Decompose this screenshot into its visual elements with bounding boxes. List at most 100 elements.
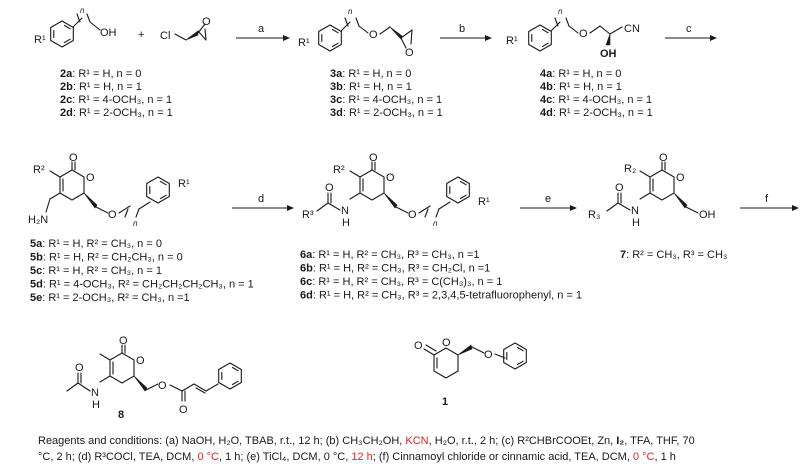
atom-label: O (202, 16, 211, 28)
compound-label-1: 1 (442, 396, 448, 408)
arrow-label: e (545, 193, 551, 205)
atom-label: R¹ (34, 34, 46, 46)
compound-entry: 5a: R¹ = H, R² = CH₃, n = 0 (30, 238, 162, 250)
atom-label: CN (624, 23, 640, 35)
compound-entry: 4d: R¹ = 2-OCH₃, n = 1 (540, 107, 653, 119)
compound-entry: 2c: R¹ = 4-OCH₃, n = 1 (60, 94, 172, 106)
structure-6: O O R² N H O R³ O n R¹ (302, 152, 490, 229)
atom-label: O (615, 182, 624, 194)
structure-4: R¹ n O OH CN (506, 7, 640, 60)
atom-label: N (91, 387, 99, 399)
atom-label: O (136, 355, 145, 367)
structure-8: O O N H O O O 8 (66, 335, 242, 421)
compound-entry: 2a: R¹ = H, n = 0 (60, 68, 141, 80)
conditions-line-2: °C, 2 h; (d) R³COCl, TEA, DCM, 0 °C, 1 h… (38, 451, 676, 463)
compound-list-4: 4a: R¹ = H, n = 04b: R¹ = H, n = 14c: R¹… (540, 68, 653, 119)
atom-label: O (579, 28, 588, 40)
structure-5: O O R² H₂N O n R¹ (28, 152, 190, 228)
compound-entry: 3b: R¹ = H, n = 1 (330, 81, 412, 93)
atom-label: H (632, 217, 640, 229)
atom-label: OH (100, 27, 117, 39)
atom-label: O (86, 172, 95, 184)
atom-label: O (442, 337, 451, 349)
arrow-e: e (520, 193, 577, 211)
atom-label: O (108, 209, 117, 221)
atom-label: R¹ (178, 178, 190, 190)
compound-label-8: 8 (118, 409, 124, 421)
atom-label: O (659, 152, 668, 164)
atom-label: O (484, 349, 493, 361)
compound-entry: 2d: R¹ = 2-OCH₃, n = 1 (60, 107, 173, 119)
atom-label: OH (600, 48, 617, 60)
compound-entry: 6b: R¹ = H, R² = CH₃, R³ = CH₂Cl, n =1 (300, 263, 490, 275)
compound-entry: 5e: R¹ = 2-OCH₃, R² = CH₃, n =1 (30, 292, 190, 304)
atom-label: R₂ (624, 163, 636, 175)
arrow-label: f (765, 193, 769, 205)
compound-entry: 3d: R¹ = 2-OCH₃, n = 1 (330, 107, 443, 119)
atom-label: R³ (302, 209, 314, 221)
atom-label: O (325, 182, 334, 194)
arrow-d: d (232, 193, 294, 211)
compound-list-6: 6a: R¹ = H, R² = CH₃, R³ = CH₃, n =1 6b: … (300, 249, 582, 302)
compound-entry: 5c: R¹ = H, R² = CH₃, n = 1 (30, 265, 162, 277)
arrow-label: c (686, 23, 692, 35)
atom-label: O (414, 340, 423, 352)
conditions-line-1: Reagents and conditions: (a) NaOH, H₂O, … (38, 435, 695, 447)
atom-label: O (158, 380, 167, 392)
atom-label: O (179, 404, 188, 416)
compound-entry: 6d: R¹ = H, R² = CH₃, R³ = 2,3,4,5-tetra… (300, 290, 582, 302)
compound-entry: 6a: R¹ = H, R² = CH₃, R³ = CH₃, n =1 (300, 249, 480, 261)
structure-2: R¹ n OH (34, 6, 117, 48)
atom-label: R₃ (588, 209, 600, 221)
arrow-f: f (740, 193, 799, 211)
atom-label: n (558, 7, 563, 16)
atom-label: O (369, 29, 378, 41)
plus-sign: + (138, 29, 144, 41)
atom-label: H (92, 399, 100, 411)
atom-label: n (348, 7, 353, 16)
atom-label: H (342, 217, 350, 229)
atom-label: O (369, 152, 378, 164)
compound-list-3: 3a: R¹ = H, n = 03b: R¹ = H, n = 13c: R¹… (330, 68, 443, 119)
compound-label-7: 7: R² = CH₃, R³ = CH₃ (620, 249, 727, 261)
arrow-label: b (459, 23, 465, 35)
arrow-b: b (440, 23, 492, 41)
arrow-a: a (236, 23, 290, 41)
structure-epichlorohydrin: Cl O (160, 16, 211, 42)
atom-label: H₂N (28, 214, 48, 226)
structure-3: R¹ n O O (298, 7, 414, 59)
atom-label: O (408, 209, 417, 221)
atom-label: R¹ (298, 37, 310, 49)
atom-label: O (69, 152, 78, 164)
compound-entry: 3c: R¹ = 4-OCH₃, n = 1 (330, 94, 442, 106)
arrow-c: c (665, 23, 717, 41)
structure-7: O O R₂ N H O R₃ OH (588, 152, 716, 229)
atom-label: R² (33, 164, 45, 176)
atom-label: O (386, 172, 395, 184)
compound-entry: 4c: R¹ = 4-OCH₃, n = 1 (540, 94, 652, 106)
compound-entry: 7: R² = CH₃, R³ = CH₃ (620, 249, 727, 261)
compound-entry: 4b: R¹ = H, n = 1 (540, 81, 622, 93)
compound-entry: 6c: R¹ = H, R² = CH₃, R³ = C(CH₃)₃, n = … (300, 276, 502, 288)
compound-list-2: 2a: R¹ = H, n = 02b: R¹ = H, n = 12c: R¹… (60, 68, 173, 119)
atom-label: O (676, 172, 685, 184)
arrow-label: a (258, 23, 265, 35)
atom-label: O (405, 47, 414, 59)
atom-label: n (80, 6, 85, 15)
compound-entry: 5d: R¹ = 4-OCH₃, R² = CH₂CH₂CH₂CH₃, n = … (30, 279, 254, 291)
structure-1: O O O 1 (414, 337, 527, 408)
atom-label: Cl (160, 30, 170, 42)
atom-label: n (133, 219, 138, 228)
compound-entry: 2b: R¹ = H, n = 1 (60, 81, 142, 93)
atom-label: O (75, 362, 84, 374)
atom-label: N (631, 205, 639, 217)
atom-label: R¹ (506, 35, 518, 47)
atom-label: R¹ (478, 196, 490, 208)
atom-label: O (119, 335, 128, 347)
atom-label: OH (699, 209, 716, 221)
atom-label: R² (333, 164, 345, 176)
compound-entry: 4a: R¹ = H, n = 0 (540, 68, 621, 80)
atom-label: N (341, 205, 349, 217)
compound-entry: 3a: R¹ = H, n = 0 (330, 68, 411, 80)
